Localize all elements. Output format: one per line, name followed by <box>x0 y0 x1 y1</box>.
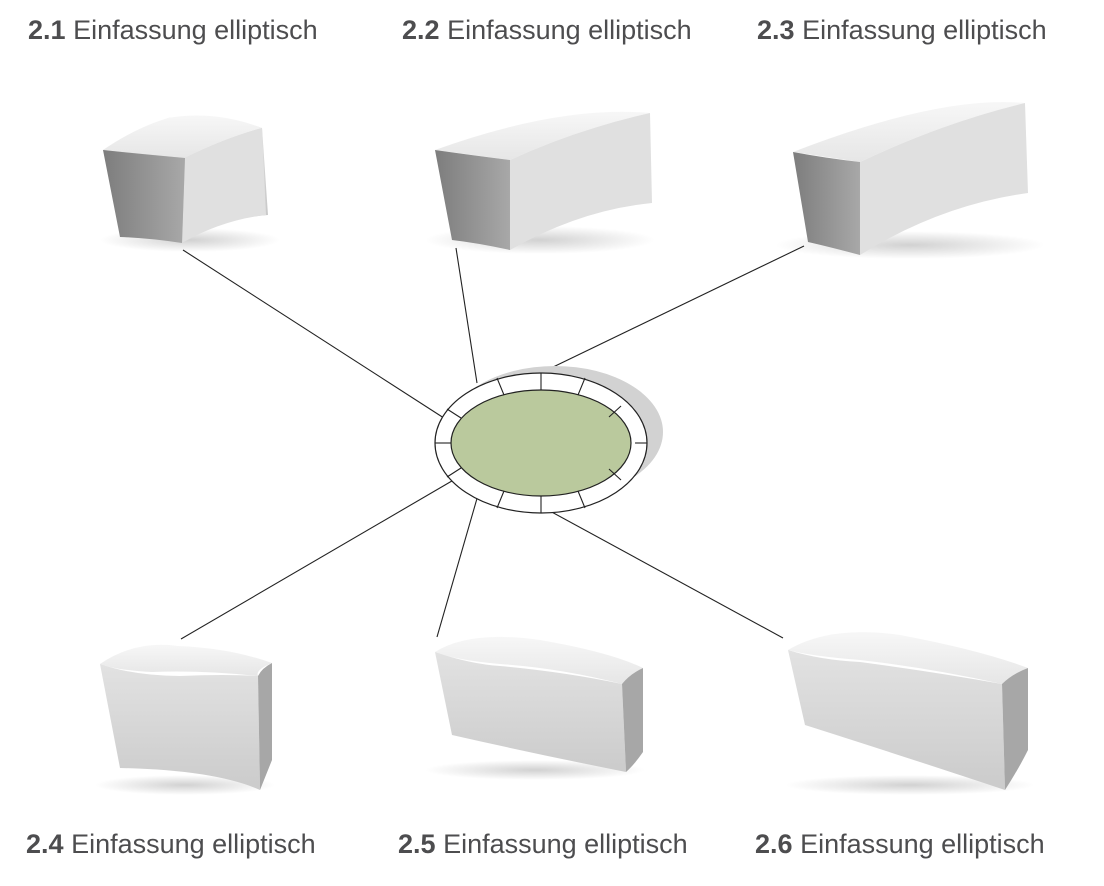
curb-block-2-4 <box>95 644 275 795</box>
connector-line-2-3 <box>519 245 805 384</box>
label-text: Einfassung elliptisch <box>443 829 688 859</box>
label-text: Einfassung elliptisch <box>800 829 1045 859</box>
label-2-4: 2.4 Einfassung elliptisch <box>26 831 316 858</box>
label-number: 2.5 <box>398 829 436 859</box>
label-number: 2.4 <box>26 829 64 859</box>
label-2-1: 2.1 Einfassung elliptisch <box>28 17 318 44</box>
curb-block-2-3 <box>775 102 1045 259</box>
connector-line-2-5 <box>436 494 479 638</box>
curb-block-2-1 <box>100 115 280 252</box>
label-number: 2.6 <box>755 829 793 859</box>
label-number: 2.3 <box>757 15 795 45</box>
label-2-5: 2.5 Einfassung elliptisch <box>398 831 688 858</box>
connector-line-2-6 <box>525 497 784 639</box>
ellipse-inner-green <box>450 389 632 497</box>
connector-lines <box>180 245 805 640</box>
curb-block-2-2 <box>425 111 655 254</box>
label-text: Einfassung elliptisch <box>73 15 318 45</box>
label-text: Einfassung elliptisch <box>71 829 316 859</box>
label-2-6: 2.6 Einfassung elliptisch <box>755 831 1045 858</box>
curb-block-2-6 <box>785 632 1035 795</box>
label-2-3: 2.3 Einfassung elliptisch <box>757 17 1047 44</box>
connector-line-2-4 <box>180 477 458 640</box>
connector-line-2-2 <box>455 247 478 384</box>
label-number: 2.2 <box>402 15 440 45</box>
label-text: Einfassung elliptisch <box>447 15 692 45</box>
label-2-2: 2.2 Einfassung elliptisch <box>402 17 692 44</box>
connector-line-2-1 <box>182 249 448 421</box>
ellipse-plan <box>434 366 663 514</box>
curb-block-2-5 <box>425 636 645 780</box>
label-text: Einfassung elliptisch <box>802 15 1047 45</box>
label-number: 2.1 <box>28 15 66 45</box>
